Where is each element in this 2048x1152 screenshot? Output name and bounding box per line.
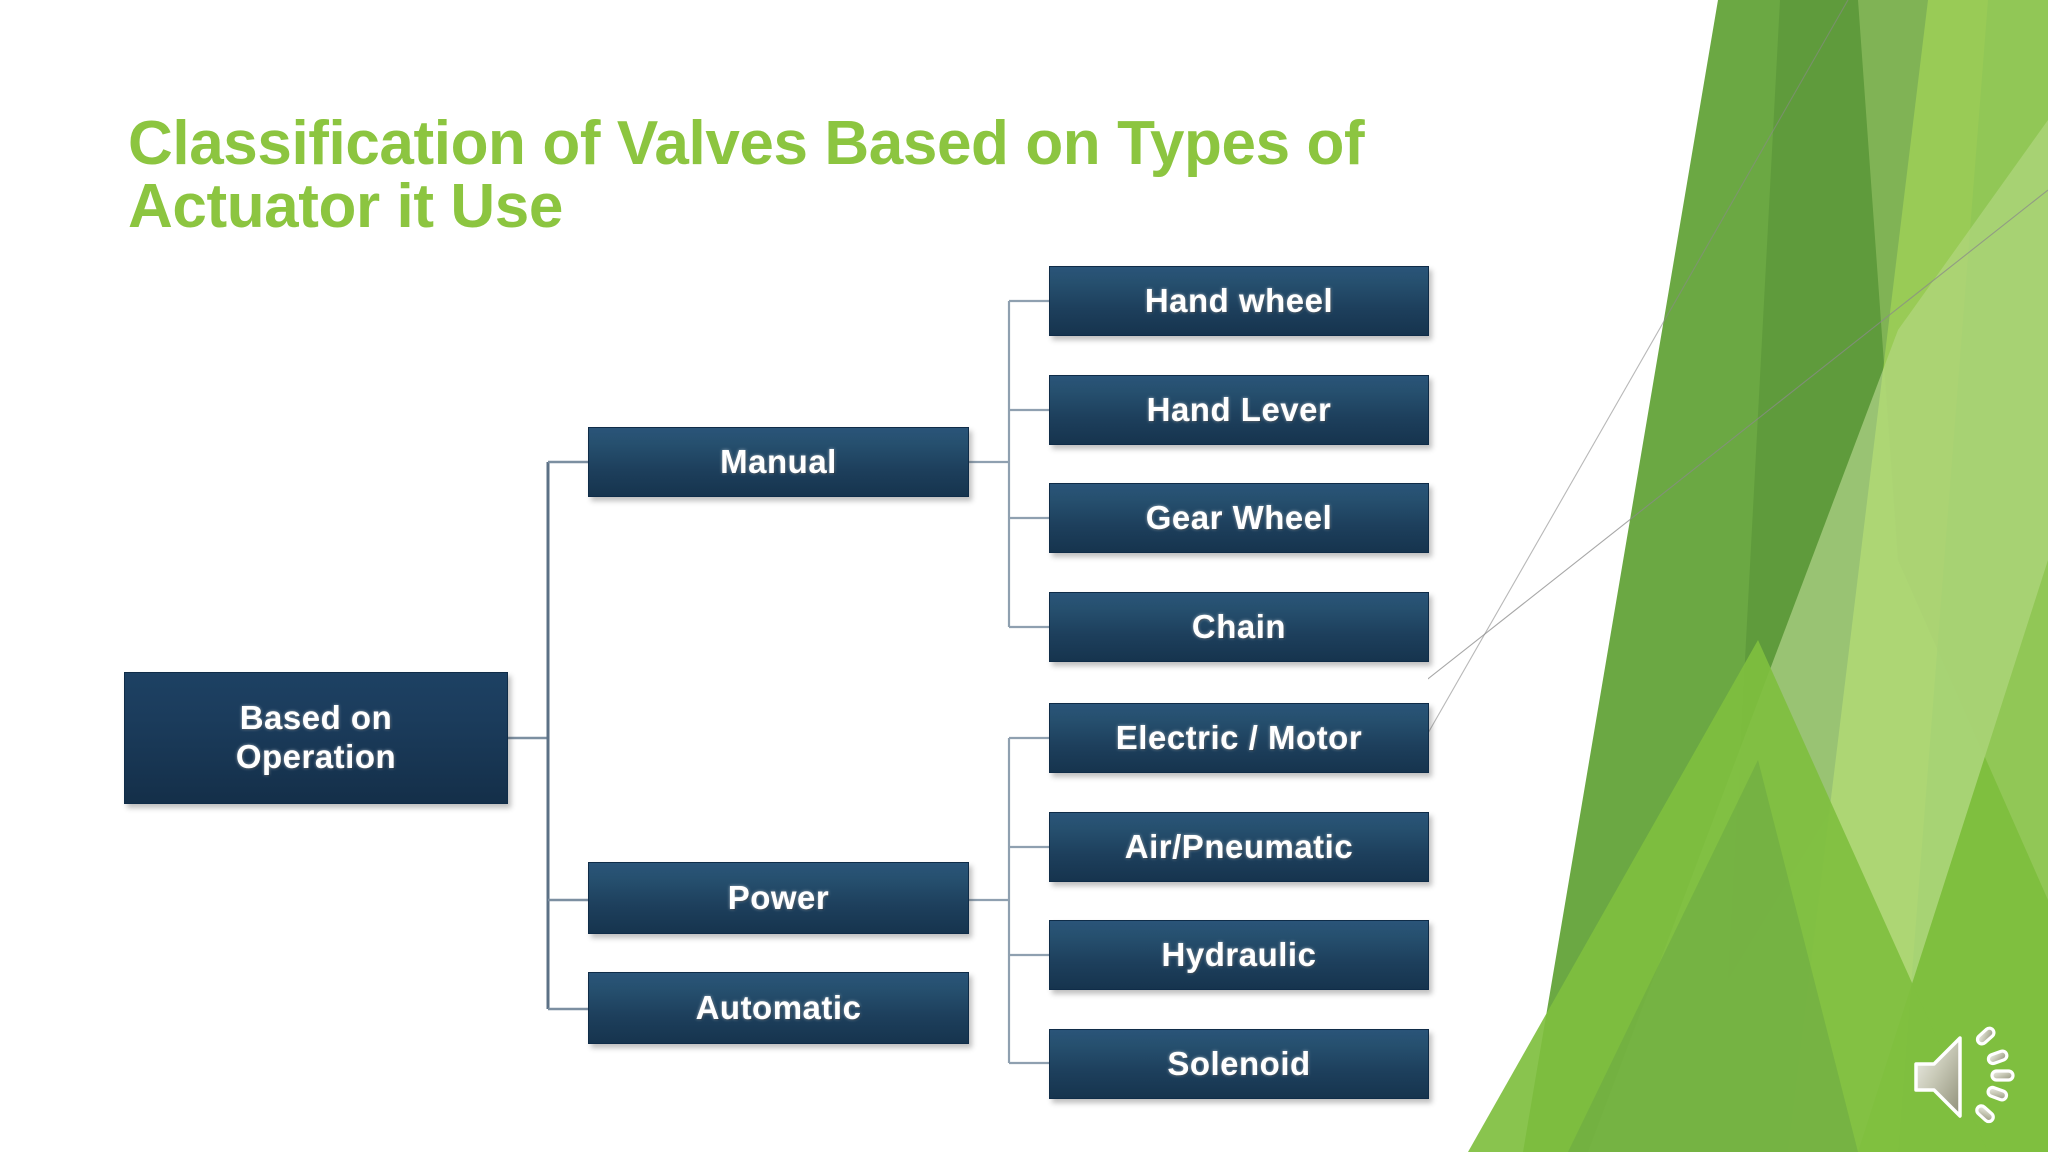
node-gear-wheel[interactable]: Gear Wheel — [1049, 483, 1429, 553]
deco-shape-bright-1 — [1788, 0, 2048, 1152]
deco-shape-bright-2 — [1898, 0, 2048, 1152]
deco-shape-overlay-2 — [1858, 0, 2048, 900]
node-hydraulic[interactable]: Hydraulic — [1049, 920, 1429, 990]
node-solenoid[interactable]: Solenoid — [1049, 1029, 1429, 1099]
node-hand-wheel[interactable]: Hand wheel — [1049, 266, 1429, 336]
chart-connectors — [508, 299, 1049, 1065]
speaker-body — [1914, 1036, 1962, 1118]
deco-shape-lower-left-2 — [1568, 760, 1858, 1152]
speaker-icon[interactable] — [1908, 1020, 2028, 1130]
node-based-on-operation[interactable]: Based on Operation — [124, 672, 508, 804]
speaker-wave-5 — [1975, 1104, 1995, 1124]
deco-shape-dark-2 — [1728, 0, 1948, 980]
speaker-wave-1 — [1975, 1026, 1996, 1046]
page-title: Classification of Valves Based on Types … — [128, 109, 1365, 242]
node-power[interactable]: Power — [588, 862, 969, 934]
node-electric-motor[interactable]: Electric / Motor — [1049, 703, 1429, 773]
node-manual[interactable]: Manual — [588, 427, 969, 497]
node-air-pneumatic[interactable]: Air/Pneumatic — [1049, 812, 1429, 882]
deco-shape-pale-2 — [1578, 60, 2048, 1152]
speaker-wave-4 — [1986, 1085, 2009, 1102]
deco-shape-pale-1 — [1678, 0, 2048, 1152]
node-hand-lever[interactable]: Hand Lever — [1049, 375, 1429, 445]
speaker-icon-svg — [1914, 1026, 2015, 1124]
node-chain[interactable]: Chain — [1049, 592, 1429, 662]
speaker-wave-2 — [1986, 1049, 2009, 1066]
deco-shape-overlay — [1588, 120, 2048, 1152]
deco-shape-dark-1 — [1523, 0, 1948, 1152]
org-chart: Based on Operation Manual Power Automati… — [124, 266, 1429, 1099]
speaker-wave-3 — [1990, 1069, 2015, 1082]
node-automatic[interactable]: Automatic — [588, 972, 969, 1044]
